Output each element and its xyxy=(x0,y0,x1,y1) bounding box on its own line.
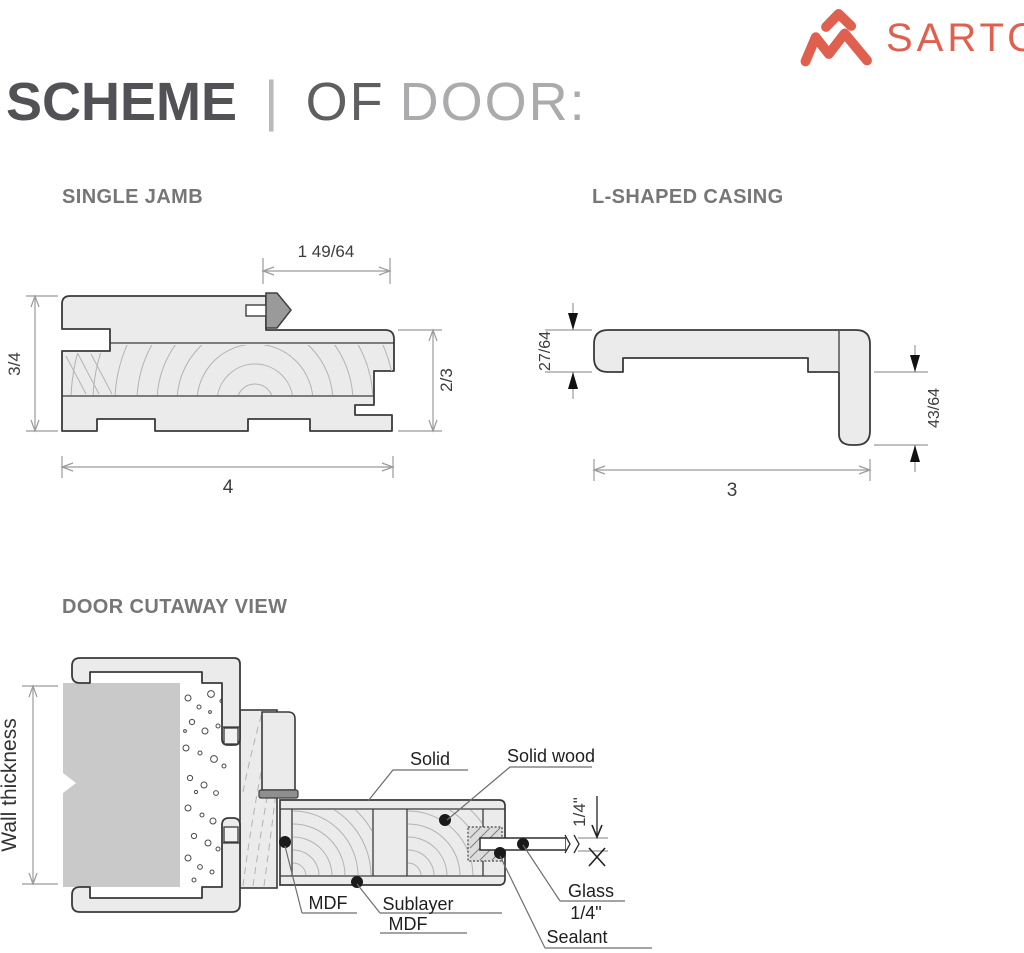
dot-mdf xyxy=(279,836,291,848)
glass-pane xyxy=(479,834,580,854)
cutaway-top-casing xyxy=(71,657,241,746)
jamb-dim-top: 1 49/64 xyxy=(261,242,392,284)
jamb-dim-top-text: 1 49/64 xyxy=(298,242,355,261)
casing-dim-bottom-text: 3 xyxy=(727,480,738,501)
dot-solid-wood xyxy=(439,814,451,826)
callout-leaders xyxy=(284,766,652,949)
jamb-dim-right-text: 2/3 xyxy=(437,368,456,392)
dot-sublayer xyxy=(351,876,363,888)
brand-name: SARTO xyxy=(886,16,1024,60)
label-glass-2: 1/4" xyxy=(570,903,601,923)
page-title: SCHEME | OF DOOR: xyxy=(6,68,587,133)
casing-profile xyxy=(593,329,871,446)
single-jamb-drawing: 1 49/64 3/4 2/3 xyxy=(5,242,456,498)
label-solid-wood: Solid wood xyxy=(507,746,595,766)
label-mdf: MDF xyxy=(309,893,348,913)
wall-section xyxy=(63,683,180,887)
heading-door-cutaway-view: DOOR CUTAWAY VIEW xyxy=(62,596,288,618)
casing-dim-bottom: 3 xyxy=(592,459,872,501)
top-casing-clip xyxy=(223,727,239,745)
jamb-seal xyxy=(245,292,292,329)
wall-thickness-dim: Wall thickness xyxy=(0,684,58,886)
casing-dim-right: 43/64 xyxy=(874,345,943,472)
callout-dots xyxy=(279,814,529,888)
jamb-profile xyxy=(61,295,395,432)
heading-l-shaped-casing: L-SHAPED CASING xyxy=(592,186,784,208)
jamb-dim-bottom: 4 xyxy=(60,456,395,498)
label-solid: Solid xyxy=(410,749,450,769)
dot-sealant xyxy=(494,847,506,859)
jamb-wood-grain xyxy=(63,345,393,395)
bottom-casing-clip xyxy=(223,826,239,843)
jamb-dim-right: 2/3 xyxy=(398,328,456,433)
door-stop xyxy=(261,711,296,791)
label-glass-1: Glass xyxy=(568,881,614,901)
jamb-dim-left-text: 3/4 xyxy=(5,352,24,376)
label-sealant: Sealant xyxy=(546,927,607,947)
wall-break-mark xyxy=(63,773,76,793)
cutaway-drawing: 1/4" Wall thickness xyxy=(0,657,652,949)
jamb-dim-left: 3/4 xyxy=(5,294,58,433)
casing-dim-right-text: 43/64 xyxy=(926,388,943,428)
glass-dimension: 1/4" xyxy=(570,796,608,867)
cutaway-bottom-casing xyxy=(71,817,241,913)
wall-thickness-label: Wall thickness xyxy=(0,718,21,851)
heading-single-jamb: SINGLE JAMB xyxy=(62,186,204,208)
door-seal xyxy=(258,789,299,799)
title-word-door: DOOR: xyxy=(399,72,587,132)
label-sublayer-1: Sublayer xyxy=(382,894,453,914)
casing-dim-left: 27/64 xyxy=(537,303,592,399)
sarto-logo-icon xyxy=(798,2,882,78)
casing-dim-left-text: 27/64 xyxy=(537,331,554,371)
title-word-of: OF xyxy=(305,72,385,132)
title-word-scheme: SCHEME xyxy=(6,72,238,132)
label-sublayer-2: MDF xyxy=(389,914,428,934)
title-divider: | xyxy=(264,69,279,132)
foam-bubbles xyxy=(182,690,227,883)
jamb-dim-bottom-text: 4 xyxy=(223,477,234,498)
dot-glass xyxy=(517,838,529,850)
l-casing-drawing: 27/64 43/64 3 xyxy=(537,303,943,501)
glass-dim-text: 1/4" xyxy=(570,797,589,827)
